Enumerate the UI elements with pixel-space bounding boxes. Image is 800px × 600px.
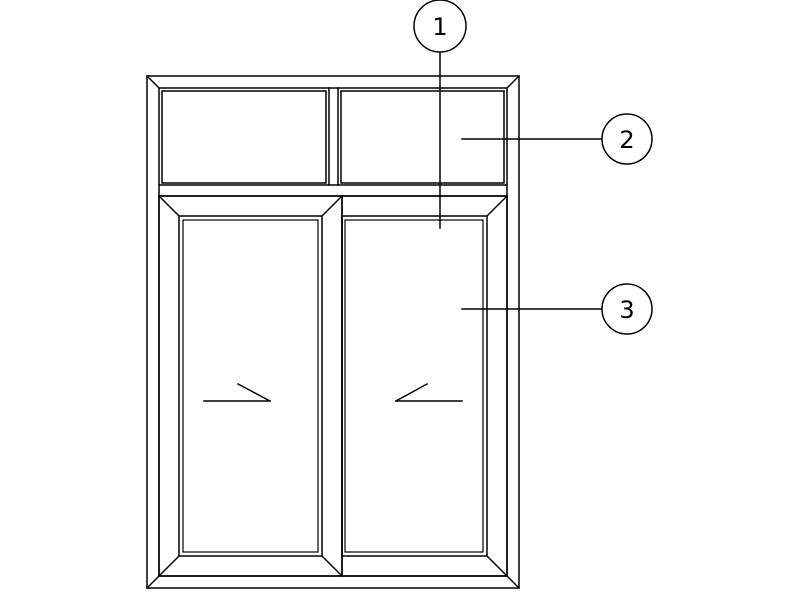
callout-number-1: 1 bbox=[432, 13, 447, 41]
transom-light-left bbox=[161, 90, 327, 184]
callout-2: 2 bbox=[461, 113, 653, 165]
sliding-direction-arrow-right-icon bbox=[203, 382, 272, 403]
callout-3: 3 bbox=[461, 283, 653, 335]
callout-bubble-3 bbox=[601, 283, 653, 335]
transom-bar bbox=[158, 184, 508, 197]
callout-1: 1 bbox=[413, 0, 467, 229]
outer-frame bbox=[145, 74, 521, 590]
callout-number-3: 3 bbox=[619, 296, 634, 324]
sliding-sash-left bbox=[157, 194, 344, 578]
callout-bubble-2 bbox=[601, 113, 653, 165]
callout-bubble-1 bbox=[413, 0, 467, 53]
sliding-sash-right bbox=[341, 194, 509, 578]
sliding-direction-arrow-left-icon bbox=[394, 382, 463, 403]
callout-number-2: 2 bbox=[619, 126, 634, 154]
transom-mullion bbox=[328, 87, 339, 186]
transom-light-right bbox=[340, 90, 505, 184]
